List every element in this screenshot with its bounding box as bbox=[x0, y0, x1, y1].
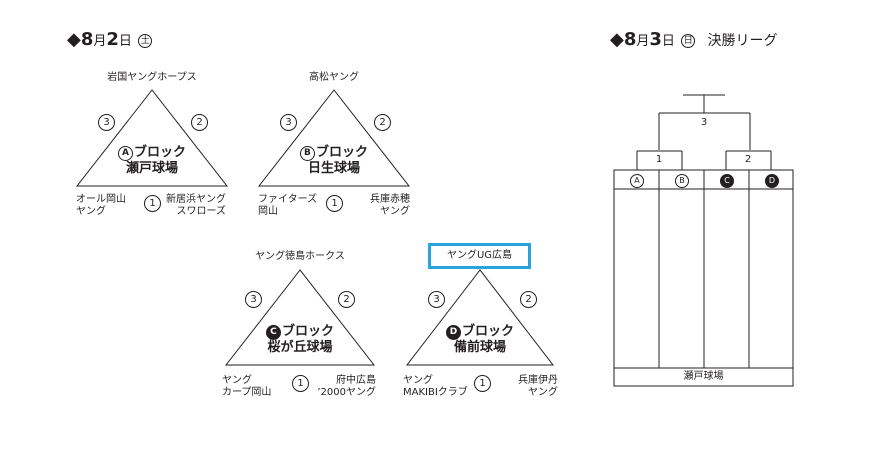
diamond-icon: ◆ bbox=[67, 29, 81, 50]
block-c-mark: C bbox=[265, 325, 281, 340]
diamond-icon: ◆ bbox=[610, 29, 624, 50]
block-d-match-3: 3 bbox=[428, 291, 445, 308]
block-c-left-team: ヤングカープ岡山 bbox=[222, 375, 272, 398]
triangle-block-a bbox=[75, 89, 229, 187]
block-c-match-1: 1 bbox=[292, 375, 309, 392]
block-c-venue: 桜が丘球場 bbox=[267, 340, 333, 355]
block-b-right-team: 兵庫赤穂ヤング bbox=[370, 194, 410, 217]
day2-month: 8 bbox=[623, 29, 637, 50]
final-slot-d: D bbox=[765, 174, 779, 188]
final-slot-b: B bbox=[675, 174, 689, 188]
block-d-match-2: 2 bbox=[520, 291, 537, 308]
block-a-match-3: 3 bbox=[98, 114, 115, 131]
block-c-right-team: 府中広島’2000ヤング bbox=[317, 375, 376, 398]
block-b-match-3: 3 bbox=[280, 114, 297, 131]
block-b-mark: B bbox=[299, 146, 315, 161]
block-d-top-team: ヤングUG広島 bbox=[428, 243, 531, 269]
block-b-left-team: ファイターズ岡山 bbox=[258, 194, 318, 217]
triangle-block-d bbox=[405, 269, 555, 366]
final-league-label: 決勝リーグ bbox=[707, 33, 778, 49]
block-d-mark: D bbox=[445, 325, 461, 340]
final-slot-c: C bbox=[720, 174, 734, 188]
final-match-1: 1 bbox=[655, 154, 663, 165]
block-c-top-team: ヤング徳島ホークス bbox=[255, 251, 345, 262]
block-b-match-1: 1 bbox=[326, 195, 343, 212]
final-right-bracket bbox=[725, 150, 772, 170]
day1-day: 2 bbox=[106, 29, 119, 50]
final-match-2: 2 bbox=[744, 154, 752, 165]
block-c-match-2: 2 bbox=[338, 291, 355, 308]
block-c-match-3: 3 bbox=[245, 291, 262, 308]
block-d-match-1: 1 bbox=[474, 375, 491, 392]
final-match-3: 3 bbox=[700, 117, 708, 128]
block-a-venue: 瀬戸球場 bbox=[125, 161, 178, 176]
day1-header: ◆8月2日 土 bbox=[67, 29, 153, 50]
day2-header: ◆8月3日 日 決勝リーグ bbox=[610, 29, 778, 50]
block-a-left-team: オール岡山ヤング bbox=[76, 194, 126, 217]
day1-month: 8 bbox=[80, 29, 94, 50]
triangle-block-b bbox=[257, 89, 411, 187]
final-left-bracket bbox=[636, 150, 683, 170]
day2-weekday: 日 bbox=[681, 34, 696, 48]
block-a-match-1: 1 bbox=[144, 195, 161, 212]
day2-day: 3 bbox=[649, 29, 662, 50]
block-b-venue: 日生球場 bbox=[307, 161, 360, 176]
final-top-bracket bbox=[658, 95, 751, 150]
block-d-right-team: 兵庫伊丹ヤング bbox=[518, 375, 558, 398]
block-b-match-2: 2 bbox=[374, 114, 391, 131]
block-b-top-team: 高松ヤング bbox=[309, 72, 359, 83]
block-a-mark: A bbox=[117, 146, 133, 161]
block-d-venue: 備前球場 bbox=[453, 340, 506, 355]
block-a-top-team: 岩国ヤングホープス bbox=[107, 72, 197, 83]
block-a-right-team: 新居浜ヤングスワローズ bbox=[166, 194, 226, 217]
final-slot-a: A bbox=[630, 174, 644, 188]
block-a-match-2: 2 bbox=[191, 114, 208, 131]
day1-weekday: 土 bbox=[138, 34, 153, 48]
final-venue: 瀬戸球場 bbox=[683, 371, 724, 382]
triangle-block-c bbox=[224, 269, 376, 366]
